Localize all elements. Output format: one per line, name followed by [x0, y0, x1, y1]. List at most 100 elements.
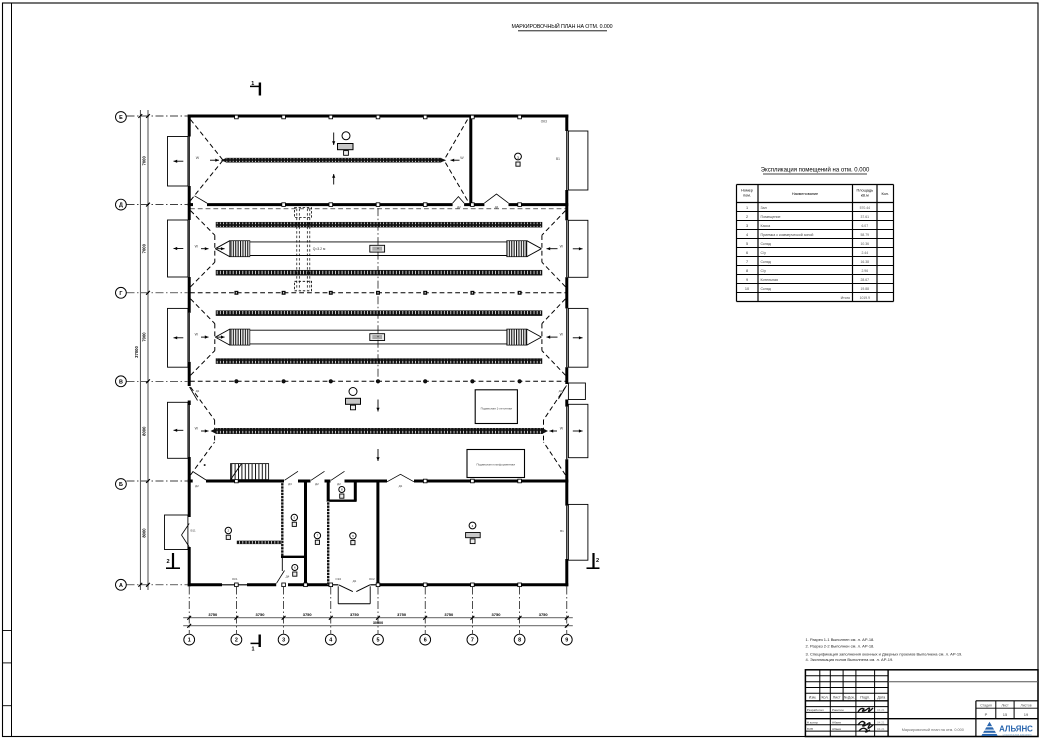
- svg-text:Д: Д: [119, 203, 123, 209]
- svg-text:Изм.: Изм.: [809, 696, 817, 700]
- svg-text:3750: 3750: [539, 612, 549, 617]
- svg-text:1: 1: [188, 638, 191, 644]
- svg-text:Котельная: Котельная: [761, 278, 778, 282]
- svg-text:Экспликация помещений на отм.: Экспликация помещений на отм. 0.000: [761, 167, 870, 174]
- svg-text:W: W: [195, 244, 199, 248]
- svg-text:2.96: 2.96: [861, 269, 868, 273]
- svg-text:Д1: Д1: [559, 389, 563, 393]
- svg-text:Р: Р: [985, 712, 988, 717]
- svg-text:1: 1: [746, 206, 748, 210]
- svg-text:04.21: 04.21: [877, 708, 885, 712]
- svg-text:Склад: Склад: [761, 287, 772, 291]
- svg-text:7000: 7000: [142, 332, 147, 342]
- svg-text:2: 2: [166, 559, 169, 565]
- svg-text:Площадь: Площадь: [857, 189, 874, 193]
- svg-text:Е: Е: [119, 115, 123, 121]
- svg-text:ОК3: ОК3: [541, 119, 547, 123]
- svg-text:6.07: 6.07: [861, 224, 868, 228]
- svg-text:3. Спецификация заполнения око: 3. Спецификация заполнения оконных и Две…: [806, 652, 963, 657]
- svg-text:04.21: 04.21: [877, 721, 885, 725]
- svg-text:9: 9: [352, 534, 354, 538]
- svg-text:5: 5: [746, 242, 748, 246]
- svg-text:W: W: [460, 156, 464, 160]
- svg-text:ОК1: ОК1: [232, 577, 238, 581]
- svg-text:1: 1: [252, 647, 255, 653]
- svg-text:37000: 37000: [134, 346, 139, 358]
- svg-text:7000: 7000: [142, 243, 147, 253]
- svg-text:В11: В11: [191, 529, 196, 533]
- svg-text:7: 7: [746, 260, 748, 264]
- svg-text:В1: В1: [560, 529, 564, 533]
- svg-text:3750: 3750: [256, 612, 266, 617]
- svg-text:Кол.: Кол.: [881, 192, 889, 196]
- svg-text:3750: 3750: [444, 612, 454, 617]
- svg-text:Дата: Дата: [877, 696, 885, 700]
- svg-text:Склад: Склад: [761, 260, 772, 264]
- svg-text:С/у: С/у: [761, 251, 767, 255]
- svg-text:С/у: С/у: [761, 269, 767, 273]
- svg-text:Подвесная 1-леточная: Подвесная 1-леточная: [481, 406, 513, 410]
- svg-text:6: 6: [746, 251, 748, 255]
- svg-text:Подвесная платформенная: Подвесная платформенная: [476, 462, 515, 466]
- svg-text:Д1: Д1: [196, 389, 200, 393]
- svg-text:Подп.: Подп.: [860, 696, 870, 700]
- svg-text:W: W: [196, 156, 200, 160]
- svg-text:ОК2: ОК2: [335, 577, 341, 581]
- svg-text:Ракитин: Ракитин: [832, 708, 844, 712]
- svg-text:Разработал: Разработал: [807, 708, 824, 712]
- svg-text:4: 4: [472, 524, 474, 528]
- svg-text:Д4: Д4: [495, 205, 499, 209]
- svg-text:3750: 3750: [397, 612, 407, 617]
- svg-text:Абаев: Абаев: [832, 727, 841, 731]
- svg-text:9: 9: [565, 638, 568, 644]
- svg-text:Касса: Касса: [761, 224, 771, 228]
- svg-text:Итого: Итого: [841, 296, 850, 300]
- svg-text:570.44: 570.44: [860, 206, 870, 210]
- svg-text:W: W: [560, 244, 564, 248]
- svg-text:3750: 3750: [208, 612, 218, 617]
- svg-text:58.79: 58.79: [861, 233, 870, 237]
- svg-text:кВ.м: кВ.м: [861, 194, 869, 198]
- svg-text:3: 3: [746, 224, 748, 228]
- svg-text:10.36: 10.36: [861, 242, 870, 246]
- svg-text:2.44: 2.44: [861, 251, 868, 255]
- svg-text:Д3: Д3: [288, 482, 292, 486]
- svg-text:Q=3.2 м: Q=3.2 м: [313, 247, 326, 251]
- svg-text:Помещение: Помещение: [761, 215, 781, 219]
- svg-text:Д2: Д2: [337, 482, 341, 486]
- svg-text:10: 10: [745, 287, 749, 291]
- svg-text:W: W: [195, 333, 199, 337]
- svg-text:28.67: 28.67: [861, 278, 870, 282]
- svg-text:3: 3: [282, 638, 285, 644]
- svg-text:7: 7: [471, 638, 474, 644]
- svg-text:АЛЬЯНС: АЛЬЯНС: [999, 724, 1033, 733]
- svg-text:8: 8: [746, 269, 748, 273]
- svg-text:ГИП: ГИП: [807, 727, 813, 731]
- svg-text:Д2: Д2: [195, 484, 199, 488]
- svg-text:Д4: Д4: [286, 575, 290, 579]
- svg-text:4. Экспликация полов Выполнена: 4. Экспликация полов Выполнена см. л. АР…: [806, 657, 894, 662]
- svg-text:Д1: Д1: [353, 579, 357, 583]
- svg-text:1. Разрез 1-1 Выполнен см. л.: 1. Разрез 1-1 Выполнен см. л. АР-18.: [806, 637, 875, 642]
- svg-text:19.88: 19.88: [861, 287, 870, 291]
- svg-text:Г: Г: [119, 291, 122, 297]
- svg-text:Кол.: Кол.: [821, 696, 828, 700]
- svg-text:Номер: Номер: [741, 189, 753, 193]
- svg-text:7000: 7000: [142, 155, 147, 165]
- svg-text:№Док.: №Док.: [844, 696, 855, 700]
- svg-text:37.61: 37.61: [861, 215, 870, 219]
- svg-text:Зал: Зал: [761, 206, 767, 210]
- svg-text:Лист: Лист: [833, 696, 841, 700]
- svg-text:6: 6: [294, 566, 296, 570]
- svg-text:2: 2: [746, 215, 748, 219]
- svg-text:3750: 3750: [303, 612, 313, 617]
- svg-text:3750: 3750: [350, 612, 360, 617]
- svg-text:А: А: [119, 583, 123, 589]
- svg-text:04.21: 04.21: [877, 727, 885, 731]
- svg-text:Н.контр: Н.контр: [807, 721, 818, 725]
- svg-text:Д2: Д2: [457, 205, 461, 209]
- svg-text:W: W: [195, 426, 199, 430]
- svg-text:5: 5: [377, 638, 380, 644]
- svg-text:Стадия: Стадия: [980, 703, 992, 707]
- svg-text:4: 4: [746, 233, 748, 237]
